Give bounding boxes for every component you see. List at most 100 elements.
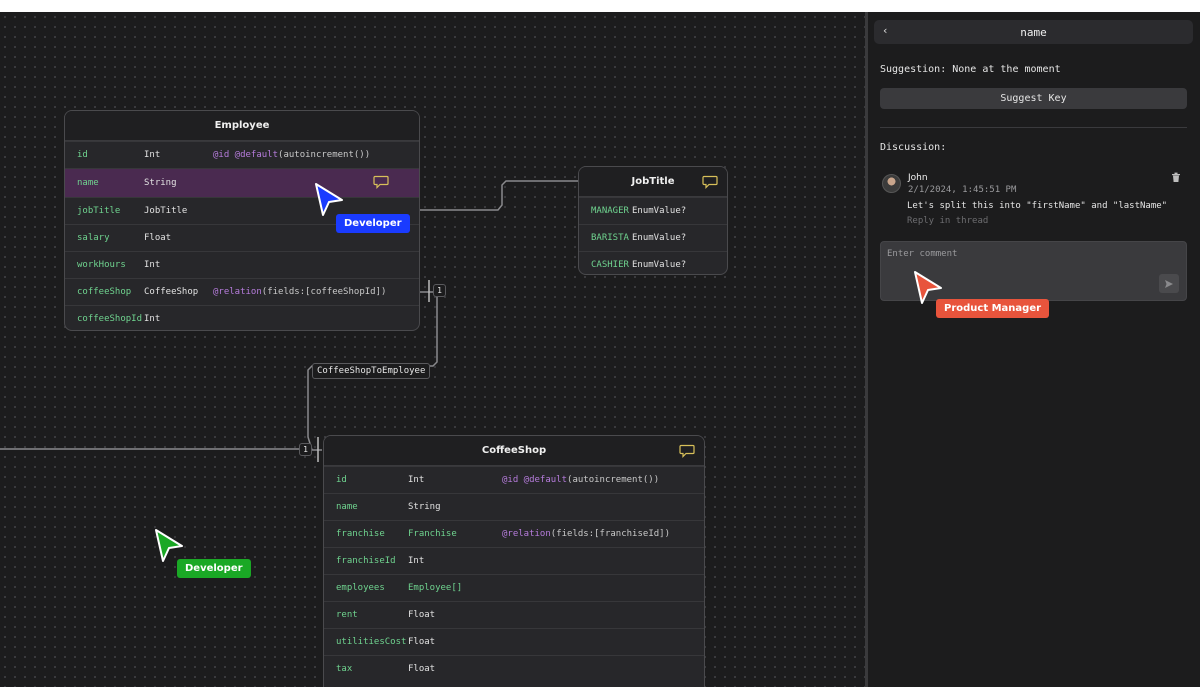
table-row[interactable]: jobTitle JobTitle bbox=[65, 197, 419, 224]
enum-type: EnumValue? bbox=[632, 233, 687, 243]
field-attribute: @relation(fields:[coffeeShopId]) bbox=[213, 287, 387, 297]
cursor-arrow-icon bbox=[155, 529, 183, 562]
field-name: id bbox=[77, 150, 88, 160]
field-name: rent bbox=[336, 610, 358, 620]
field-name: salary bbox=[77, 233, 110, 243]
table-row[interactable]: name String bbox=[324, 493, 704, 520]
coffeeshop-table[interactable]: CoffeeShop id Int @id @default(autoincre… bbox=[323, 435, 705, 687]
employee-table[interactable]: Employee id Int @id @default(autoincreme… bbox=[64, 110, 420, 331]
field-type: Float bbox=[408, 610, 436, 620]
field-type: Int bbox=[408, 556, 425, 566]
table-row[interactable]: MANAGER EnumValue? bbox=[579, 197, 727, 224]
comment-text: Let's split this into "firstName" and "l… bbox=[907, 201, 1168, 211]
jobtitle-table-header[interactable]: JobTitle bbox=[579, 167, 727, 197]
field-name: coffeeShop bbox=[77, 287, 132, 297]
panel-header: ‹ name bbox=[874, 20, 1193, 44]
jobtitle-table-title: JobTitle bbox=[631, 176, 675, 187]
field-type: Float bbox=[408, 637, 436, 647]
reply-in-thread-link[interactable]: Reply in thread bbox=[907, 216, 989, 226]
field-type: String bbox=[144, 178, 177, 188]
enum-type: EnumValue? bbox=[632, 206, 687, 216]
field-name: franchiseId bbox=[336, 556, 396, 566]
cursor-label-developer: Developer bbox=[177, 559, 251, 578]
avatar bbox=[882, 174, 901, 193]
jobtitle-table[interactable]: JobTitle MANAGER EnumValue? BARISTA Enum… bbox=[578, 166, 728, 275]
enum-name: BARISTA bbox=[591, 233, 629, 243]
field-name: utilitiesCost bbox=[336, 637, 407, 647]
coffeeshop-table-header[interactable]: CoffeeShop bbox=[324, 436, 704, 466]
table-row[interactable]: CASHIER EnumValue? bbox=[579, 251, 727, 274]
field-name: coffeeShopId bbox=[77, 314, 143, 324]
table-row[interactable]: rent Float bbox=[324, 601, 704, 628]
field-type: Int bbox=[144, 260, 161, 270]
field-type: Employee[] bbox=[408, 583, 463, 593]
field-name: name bbox=[336, 502, 358, 512]
enum-name: MANAGER bbox=[591, 206, 629, 216]
field-type: JobTitle bbox=[144, 206, 188, 216]
table-row[interactable]: coffeeShop CoffeeShop @relation(fields:[… bbox=[65, 278, 419, 305]
table-row[interactable]: BARISTA EnumValue? bbox=[579, 224, 727, 251]
details-panel: ‹ name Suggestion: None at the moment Su… bbox=[868, 12, 1200, 687]
comment-icon[interactable] bbox=[373, 175, 389, 192]
table-row[interactable]: salary Float bbox=[65, 224, 419, 251]
table-row-selected[interactable]: name String bbox=[65, 168, 419, 197]
field-name: name bbox=[77, 178, 99, 188]
comment-author: John bbox=[908, 173, 928, 183]
comment-icon[interactable] bbox=[679, 444, 695, 461]
cursor-label-product-manager: Product Manager bbox=[936, 299, 1050, 318]
field-name: jobTitle bbox=[77, 206, 121, 216]
panel-title: name bbox=[1020, 25, 1047, 39]
field-type: Float bbox=[408, 664, 436, 674]
suggest-key-button[interactable]: Suggest Key bbox=[880, 88, 1187, 109]
employee-jobtitle-edge bbox=[420, 180, 578, 211]
relation-label[interactable]: CoffeeShopToEmployee bbox=[312, 363, 431, 379]
table-row[interactable]: employees Employee[] bbox=[324, 574, 704, 601]
table-row[interactable]: franchiseId Int bbox=[324, 547, 704, 574]
divider bbox=[880, 127, 1187, 128]
cursor-arrow-icon bbox=[315, 183, 343, 216]
comment-input[interactable] bbox=[880, 241, 1187, 301]
table-row[interactable]: tax Float bbox=[324, 655, 704, 682]
field-name: franchise bbox=[336, 529, 385, 539]
field-type: CoffeeShop bbox=[144, 287, 199, 297]
table-row[interactable]: workHours Int bbox=[65, 251, 419, 278]
table-row[interactable]: coffeeShopId Int bbox=[65, 305, 419, 330]
employee-table-title: Employee bbox=[214, 120, 270, 131]
field-type: Float bbox=[144, 233, 172, 243]
field-attribute: @id @default(autoincrement()) bbox=[213, 150, 371, 160]
cardinality-badge-top: 1 bbox=[433, 284, 446, 297]
field-type: Franchise bbox=[408, 529, 457, 539]
table-row[interactable]: id Int @id @default(autoincrement()) bbox=[324, 466, 704, 493]
send-icon bbox=[1165, 279, 1173, 288]
field-type: Int bbox=[144, 314, 161, 324]
table-row[interactable]: id Int @id @default(autoincrement()) bbox=[65, 141, 419, 168]
comment-timestamp: 2/1/2024, 1:45:51 PM bbox=[908, 185, 1017, 195]
field-type: String bbox=[408, 502, 441, 512]
cursor-arrow-icon bbox=[914, 271, 942, 304]
enum-type: EnumValue? bbox=[632, 260, 687, 270]
field-name: workHours bbox=[77, 260, 126, 270]
send-button[interactable] bbox=[1159, 274, 1179, 293]
field-name: id bbox=[336, 475, 347, 485]
field-name: tax bbox=[336, 664, 353, 674]
trash-icon[interactable] bbox=[1171, 172, 1181, 183]
table-row[interactable]: utilitiesCost Float bbox=[324, 628, 704, 655]
bottom-strip bbox=[0, 687, 1200, 700]
cursor-label-developer: Developer bbox=[336, 214, 410, 233]
field-name: employees bbox=[336, 583, 385, 593]
panel-divider[interactable] bbox=[865, 12, 868, 687]
employee-table-header[interactable]: Employee bbox=[65, 111, 419, 141]
comment-icon[interactable] bbox=[702, 175, 718, 192]
back-icon[interactable]: ‹ bbox=[882, 24, 889, 37]
field-type: Int bbox=[144, 150, 161, 160]
enum-name: CASHIER bbox=[591, 260, 629, 270]
discussion-heading: Discussion: bbox=[880, 142, 947, 153]
field-attribute: @id @default(autoincrement()) bbox=[502, 475, 660, 485]
table-row[interactable]: franchise Franchise @relation(fields:[fr… bbox=[324, 520, 704, 547]
cardinality-badge-bottom: 1 bbox=[299, 443, 312, 456]
diagram-canvas[interactable]: Employee id Int @id @default(autoincreme… bbox=[0, 12, 866, 687]
field-type: Int bbox=[408, 475, 425, 485]
field-attribute: @relation(fields:[franchiseId]) bbox=[502, 529, 670, 539]
coffeeshop-table-title: CoffeeShop bbox=[481, 445, 547, 456]
suggestion-text: Suggestion: None at the moment bbox=[880, 64, 1061, 75]
